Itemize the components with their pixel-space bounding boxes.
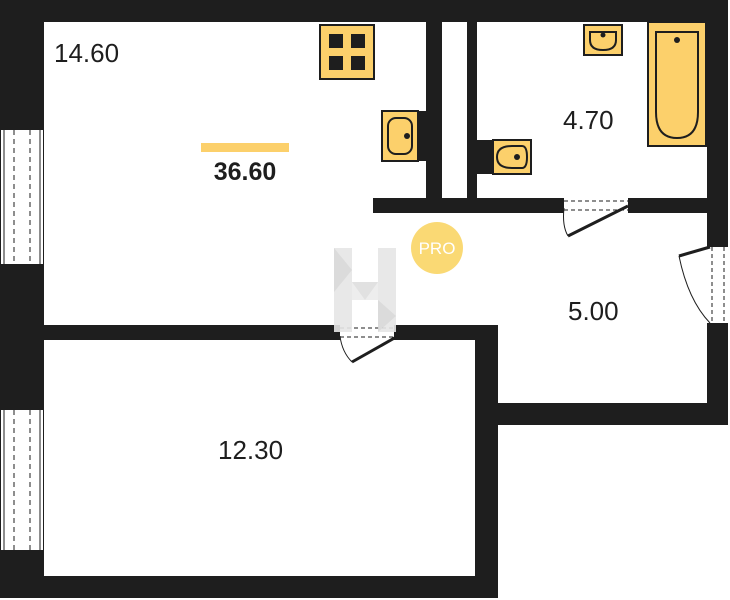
pro-badge: PRO bbox=[411, 222, 463, 274]
total-area-underline bbox=[201, 143, 289, 152]
watermark-logo bbox=[334, 248, 396, 332]
wall-bathroom-bottom-left bbox=[373, 198, 561, 213]
windows bbox=[1, 124, 43, 556]
wall-bathroom-bottom-right bbox=[631, 198, 728, 213]
wall-hallway-left bbox=[475, 325, 489, 425]
bathroom-sink-icon bbox=[583, 24, 623, 56]
wall-shaft-right bbox=[467, 22, 477, 198]
wall-hallway-bottom bbox=[475, 403, 728, 425]
entrance-door bbox=[678, 241, 728, 329]
window-kitchen bbox=[1, 124, 43, 270]
kitchen-sink-icon bbox=[381, 110, 426, 162]
wall-top bbox=[0, 0, 728, 22]
room-area-kitchen-living: 14.60 bbox=[54, 38, 119, 68]
wall-bottom bbox=[0, 576, 498, 598]
pro-badge-text: PRO bbox=[419, 239, 456, 258]
bathtub-icon bbox=[647, 21, 707, 147]
total-area: 36.60 bbox=[214, 158, 277, 186]
room-area-bathroom: 4.70 bbox=[563, 105, 614, 135]
wall-bedroom-top-right bbox=[398, 325, 488, 340]
window-bedroom bbox=[1, 404, 43, 556]
wall-shaft-left bbox=[426, 22, 442, 198]
stove-icon bbox=[319, 24, 375, 80]
toilet-icon bbox=[477, 139, 532, 175]
wall-bedroom-top-left bbox=[44, 325, 334, 340]
room-area-hallway: 5.00 bbox=[568, 296, 619, 326]
bathroom-door bbox=[558, 198, 634, 238]
room-area-bedroom: 12.30 bbox=[218, 435, 283, 465]
